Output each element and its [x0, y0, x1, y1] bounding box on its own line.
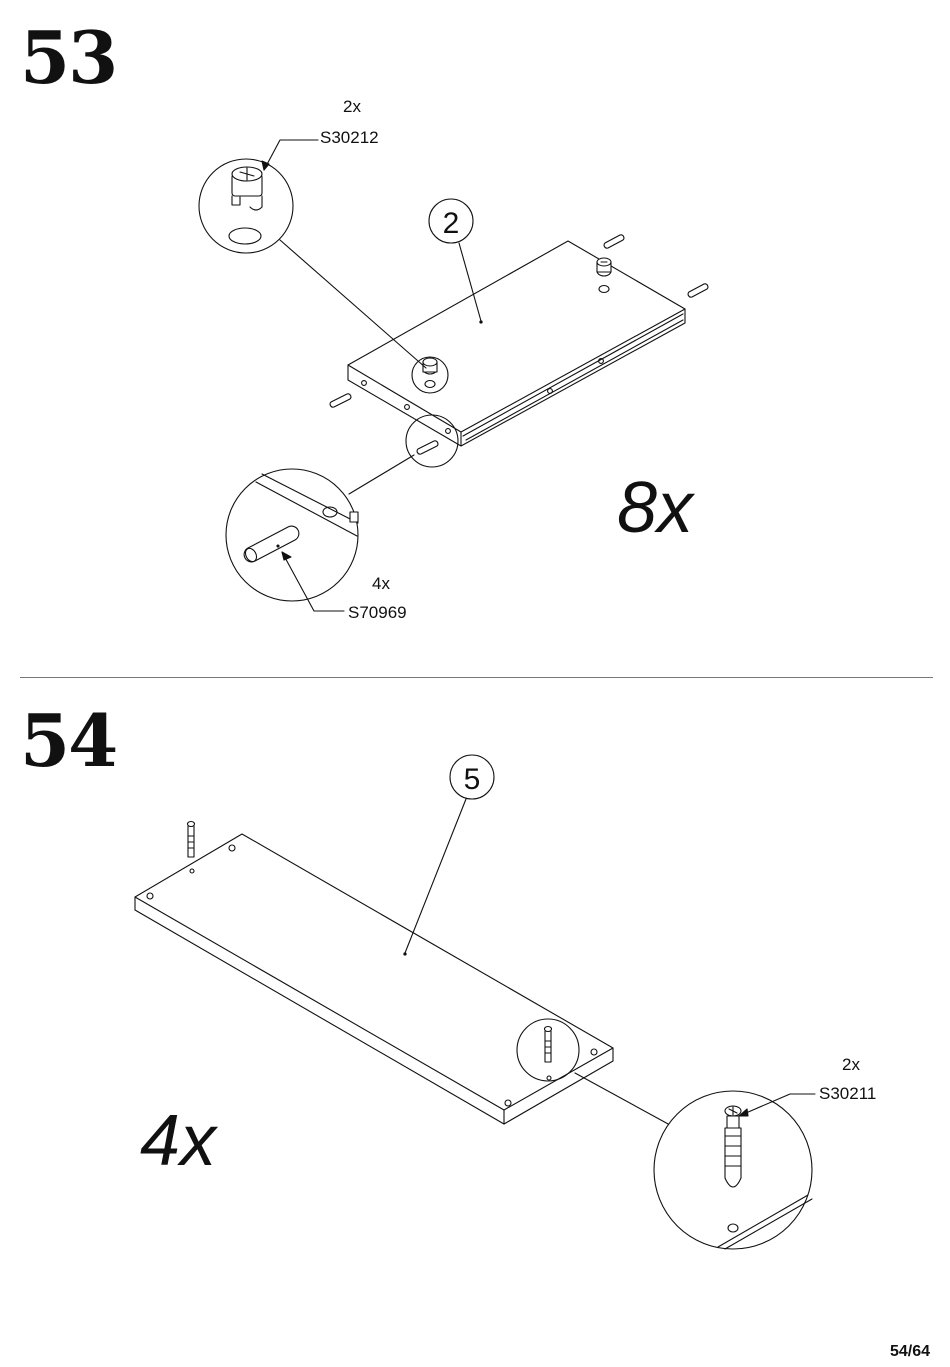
cam-bolt-detail-circle: [575, 1073, 815, 1249]
cam-bolt-icon: [188, 822, 195, 858]
part-number-5: 5: [464, 763, 481, 796]
part-label-circle-5: [405, 755, 494, 953]
cam-lock-detail-circle: [199, 140, 426, 368]
dowel-detail-circle: [226, 455, 414, 611]
cam-lock-icon: [412, 357, 448, 393]
part-number-2: 2: [443, 207, 460, 240]
